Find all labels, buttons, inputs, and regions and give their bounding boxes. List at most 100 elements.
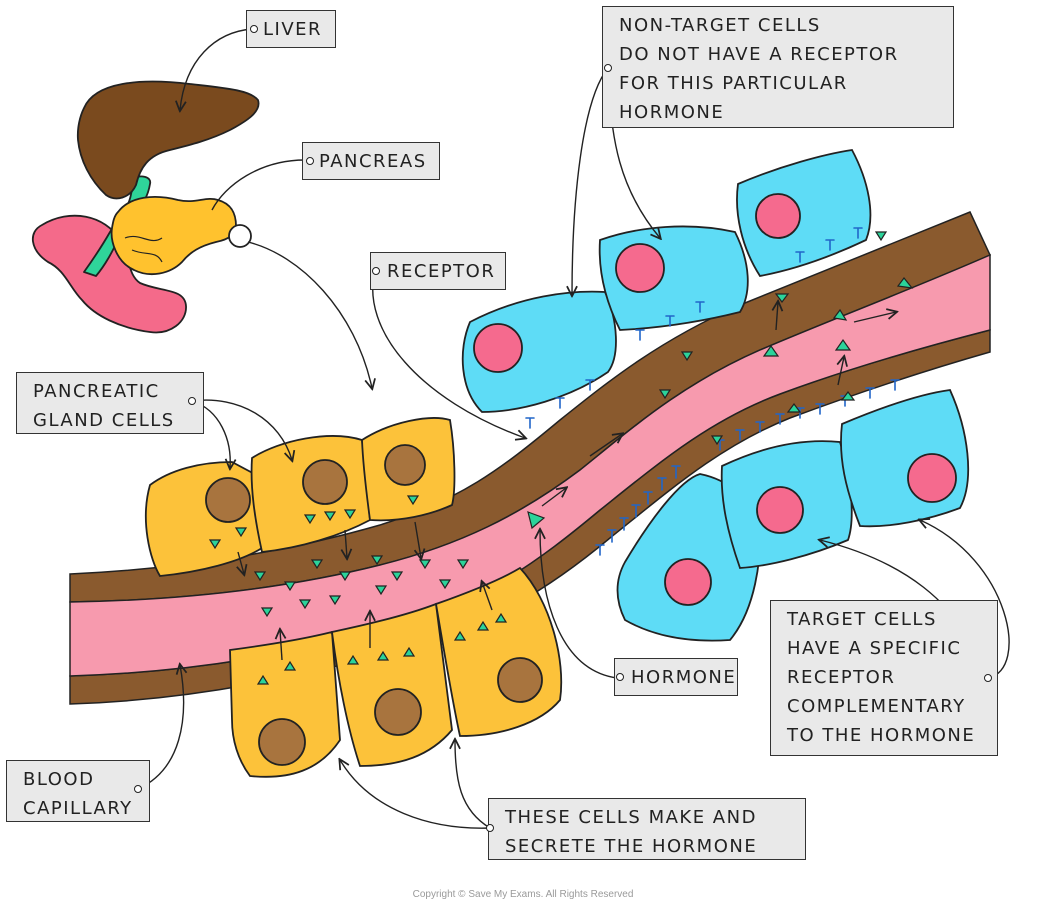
- hormone-molecule: [256, 674, 270, 685]
- hormone-molecule: [527, 511, 546, 530]
- receptor: [715, 379, 900, 451]
- hormones: [208, 231, 914, 685]
- arrow-capillary: [137, 665, 184, 790]
- arrow-gland-2: [191, 399, 292, 460]
- target-nucleus: [615, 243, 665, 293]
- arrow-diffuse: [415, 521, 421, 558]
- arrow-flow: [541, 488, 566, 507]
- hormone-molecule: [260, 607, 274, 618]
- hormone-molecule: [406, 495, 420, 506]
- hormone-molecule: [338, 571, 352, 582]
- hormone-molecule: [283, 660, 297, 671]
- arrow-secrete-2: [455, 740, 491, 829]
- label-pancreatic-gland-cells: PANCREATIC GLAND CELLS: [16, 372, 204, 434]
- hormone-molecule: [323, 511, 337, 522]
- gland-cell: [229, 630, 341, 778]
- hormone-molecule: [774, 293, 790, 303]
- target-cell: [616, 473, 762, 642]
- target-nucleus: [755, 193, 801, 239]
- gland-nucleus: [205, 477, 251, 523]
- hormone-molecule: [658, 389, 672, 400]
- label-pin: [372, 267, 380, 275]
- liver: [76, 80, 260, 200]
- label-secrete: THESE CELLS MAKE AND SECRETE THE HORMONE: [488, 798, 806, 860]
- hormone-molecule: [762, 344, 780, 357]
- target-cell: [840, 389, 969, 528]
- hormone-molecule: [453, 630, 467, 641]
- arrow-diffuse: [280, 630, 282, 661]
- hormone-molecule: [456, 559, 470, 570]
- arrow-non-target-1: [572, 67, 609, 295]
- gland-cell: [331, 602, 453, 767]
- arrow-liver: [180, 28, 253, 110]
- label-pin: [984, 674, 992, 682]
- hormone-molecule: [840, 391, 856, 401]
- arrow-flow: [853, 312, 896, 323]
- gland-nucleus: [258, 718, 306, 766]
- arrow-flow: [776, 302, 778, 331]
- target-nucleus: [473, 323, 523, 373]
- organ-group: [32, 80, 260, 334]
- hormone-molecule: [402, 646, 416, 657]
- non-target-cell: [461, 290, 617, 413]
- hormone-molecule: [310, 559, 324, 570]
- hormone-molecule: [328, 595, 342, 606]
- arrow-receptor: [372, 269, 525, 438]
- arrow-pancreas: [211, 159, 306, 211]
- target-nucleus: [664, 558, 712, 606]
- label-receptor: RECEPTOR: [370, 252, 506, 290]
- hormone-molecule: [343, 509, 357, 520]
- target-nucleus: [756, 486, 804, 534]
- copyright-notice: Copyright © Save My Exams. All Rights Re…: [412, 889, 634, 900]
- label-pin: [616, 673, 624, 681]
- arrow-secrete-1: [340, 760, 491, 829]
- gland-nucleus: [302, 459, 348, 505]
- hormone-molecule: [234, 527, 248, 538]
- label-pancreas: PANCREAS: [302, 142, 440, 180]
- label-blood-capillary: BLOOD CAPILLARY: [6, 760, 150, 822]
- label-pin: [486, 824, 494, 832]
- gland-cells-bottom: [229, 566, 563, 778]
- arrow-diffuse: [238, 551, 244, 574]
- hormone-molecule: [896, 277, 914, 289]
- label-pin: [250, 25, 258, 33]
- label-liver: LIVER: [246, 10, 336, 48]
- target-nucleus: [907, 453, 957, 503]
- hormone-molecule: [786, 403, 802, 413]
- hormone-molecule: [208, 539, 222, 550]
- arrow-zoom: [247, 241, 372, 388]
- label-pin: [306, 157, 314, 165]
- hormone-molecule: [376, 650, 390, 661]
- gland-cells-top: [144, 417, 456, 577]
- hormone-molecule: [438, 579, 452, 590]
- hormone-molecule: [710, 435, 724, 446]
- target-cells: [461, 149, 969, 642]
- pancreas: [110, 195, 237, 276]
- gland-nucleus: [384, 444, 426, 486]
- label-non-target-cells: NON-TARGET CELLS DO NOT HAVE A RECEPTOR …: [602, 6, 954, 128]
- hormone-molecule: [283, 581, 297, 592]
- label-pin: [188, 397, 196, 405]
- zoom-circle: [228, 224, 252, 248]
- arrow-hormone: [540, 530, 618, 679]
- arrow-diffuse: [345, 529, 347, 558]
- gland-nucleus: [374, 688, 422, 736]
- arrow-diffuse: [482, 582, 493, 611]
- hormone-molecule: [874, 231, 888, 242]
- hormone-molecule: [476, 620, 490, 631]
- hormone-molecule: [494, 612, 508, 623]
- hormone-molecule: [370, 555, 384, 566]
- hormone-molecule: [298, 599, 312, 610]
- arrow-target-1: [920, 520, 1010, 679]
- non-target-cell: [736, 149, 872, 277]
- label-pin: [604, 64, 612, 72]
- receptor: [525, 227, 863, 429]
- arrow-flow: [589, 434, 622, 457]
- receptors: [525, 227, 900, 556]
- hormone-molecule: [390, 571, 404, 582]
- hormone-molecule: [374, 585, 388, 596]
- hormone-molecule: [680, 351, 694, 362]
- hormone-molecule: [832, 308, 848, 321]
- hormone-molecule: [346, 654, 360, 665]
